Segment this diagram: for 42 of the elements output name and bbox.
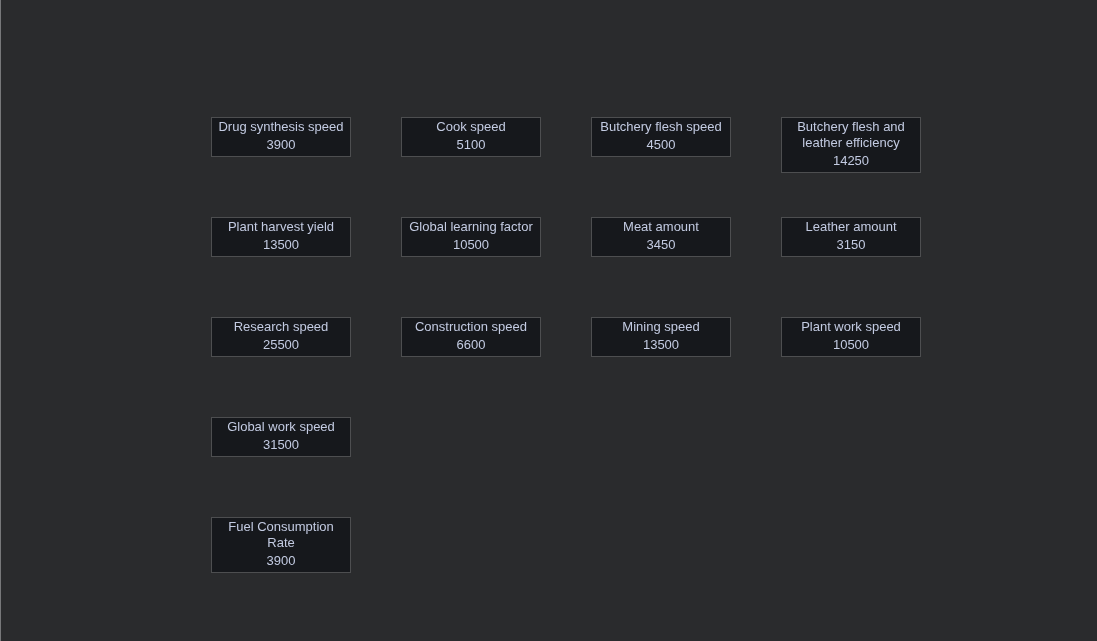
stat-box xyxy=(401,217,541,257)
stat-value: 3450 xyxy=(645,237,677,253)
stat-box xyxy=(211,217,351,257)
stat-value: 13500 xyxy=(261,237,301,253)
stat-name: Leather amount xyxy=(804,219,898,235)
stat-value: 31500 xyxy=(261,437,301,453)
stat-name: Cook speed xyxy=(435,119,507,135)
stat-name: Global learning factor xyxy=(408,219,534,235)
stat-box xyxy=(211,317,351,357)
stat-name: Research speed xyxy=(232,319,330,335)
stat-box xyxy=(211,417,351,457)
stat-name: Global work speed xyxy=(226,419,336,435)
stat-value: 3900 xyxy=(265,553,297,569)
stat-box xyxy=(211,117,351,157)
stat-name: Mining speed xyxy=(621,319,701,335)
stat-name: Drug synthesis speed xyxy=(217,119,345,135)
stat-value: 6600 xyxy=(455,337,487,353)
stat-value: 3150 xyxy=(835,237,867,253)
stat-box xyxy=(781,317,921,357)
stat-name: Plant harvest yield xyxy=(226,219,336,235)
stat-value: 14250 xyxy=(831,153,871,169)
stat-name: Construction speed xyxy=(414,319,528,335)
stat-value: 25500 xyxy=(261,337,301,353)
stat-value: 10500 xyxy=(831,337,871,353)
stat-box xyxy=(591,117,731,157)
stat-box xyxy=(591,317,731,357)
stat-box xyxy=(211,517,351,573)
stat-name: Fuel Consumption Rate xyxy=(227,519,335,551)
stat-value: 10500 xyxy=(451,237,491,253)
stat-box xyxy=(781,117,921,173)
stat-name: Plant work speed xyxy=(800,319,902,335)
stat-value: 3900 xyxy=(265,137,297,153)
stat-box xyxy=(401,117,541,157)
stat-value: 4500 xyxy=(645,137,677,153)
stat-value: 5100 xyxy=(455,137,487,153)
stat-value: 13500 xyxy=(641,337,681,353)
stat-name: Butchery flesh speed xyxy=(599,119,723,135)
stat-box xyxy=(781,217,921,257)
stat-box xyxy=(401,317,541,357)
stat-name: Meat amount xyxy=(622,219,700,235)
stat-name: Butchery flesh and leather efficiency xyxy=(796,119,906,151)
stat-box xyxy=(591,217,731,257)
